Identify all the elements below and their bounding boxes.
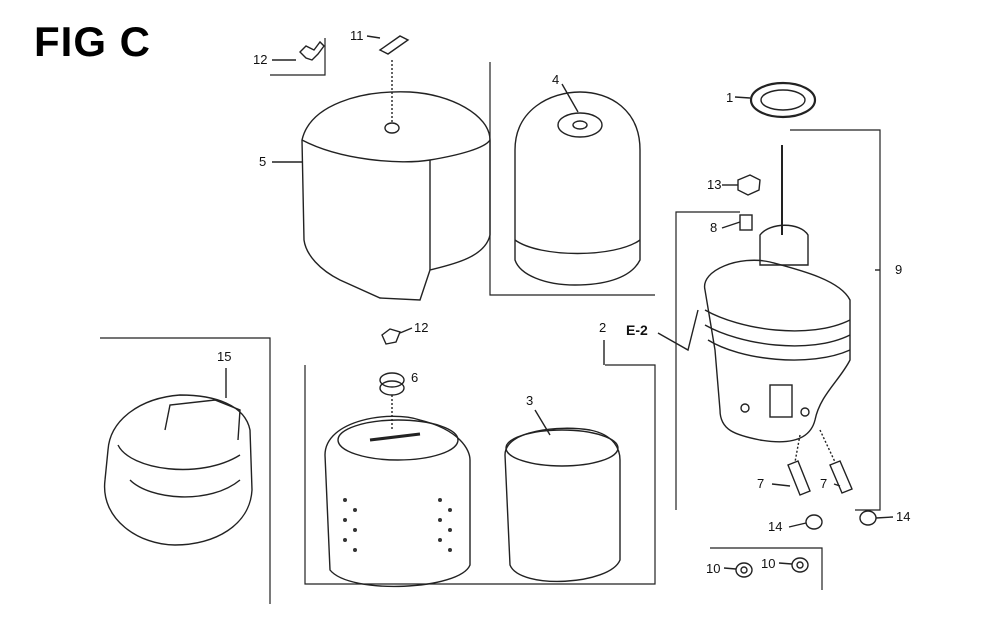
wing-nut-12-top xyxy=(272,40,325,61)
reference-e2: E-2 xyxy=(626,322,648,338)
air-cleaner-elbow-9 xyxy=(704,145,880,443)
air-cleaner-cover-5 xyxy=(272,60,491,301)
callout-10-right: 10 xyxy=(761,556,776,571)
nuts-10 xyxy=(723,557,809,578)
callout-5: 5 xyxy=(259,154,267,169)
callout-3: 3 xyxy=(526,393,534,408)
callout-12: 12 xyxy=(253,52,268,67)
pre-cleaner-3 xyxy=(504,409,621,583)
callout-1: 1 xyxy=(726,90,734,105)
callout-4: 4 xyxy=(552,72,560,87)
stud-11 xyxy=(366,35,410,55)
air-cleaner-base-15 xyxy=(103,368,253,546)
element-cover-4 xyxy=(514,83,641,286)
figure-title: FIG C xyxy=(34,18,151,65)
wing-nut-12-and-grommet-6 xyxy=(379,327,413,430)
gasket-1 xyxy=(734,81,817,119)
e2-reference-arrow xyxy=(657,309,699,352)
callout-12-middle: 12 xyxy=(414,320,429,335)
callout-7-left: 7 xyxy=(757,476,765,491)
callout-6: 6 xyxy=(411,370,419,385)
tubes-7-clips-14 xyxy=(771,429,894,530)
callout-8: 8 xyxy=(710,220,718,235)
callout-11: 11 xyxy=(350,28,364,43)
callout-7-right: 7 xyxy=(820,476,828,491)
callout-9: 9 xyxy=(895,262,903,277)
callout-10-left: 10 xyxy=(706,561,721,576)
callout-15: 15 xyxy=(217,349,232,364)
callout-13: 13 xyxy=(707,177,722,192)
callout-14-left: 14 xyxy=(768,519,783,534)
callout-14-right: 14 xyxy=(896,509,911,524)
callout-2: 2 xyxy=(599,320,607,335)
air-filter-element-2 xyxy=(324,340,605,588)
bolt-13-collar-8 xyxy=(721,174,761,231)
group-brackets xyxy=(100,38,881,604)
